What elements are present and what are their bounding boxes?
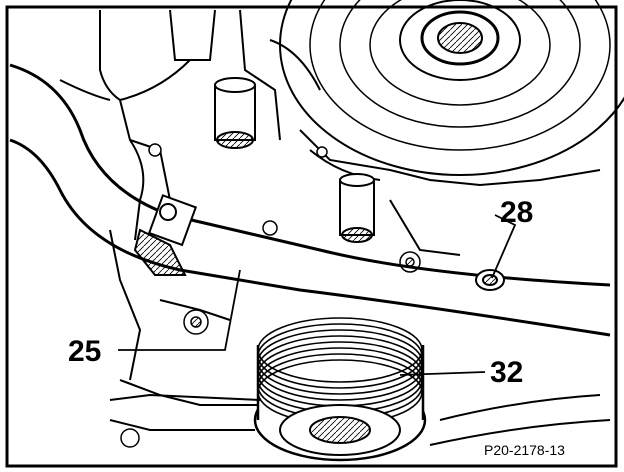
leader-32 <box>399 371 486 376</box>
leader-lines <box>118 214 517 376</box>
callout-32: 32 <box>490 356 523 389</box>
fitting-28 <box>475 269 505 291</box>
figure-reference: P20-2178-13 <box>484 442 565 458</box>
callout-25: 25 <box>68 335 101 368</box>
mounting-bolt-upper <box>214 77 256 149</box>
mounting-bolt-middle <box>339 173 375 243</box>
pulley <box>253 317 427 462</box>
hose-clamp <box>133 194 198 276</box>
engine-block <box>59 9 611 446</box>
leader-25 <box>118 269 241 351</box>
round-housing <box>279 0 624 176</box>
leader-28 <box>491 214 517 279</box>
callout-28: 28 <box>500 196 533 229</box>
small-bolts <box>120 143 421 448</box>
lower-bracket <box>109 393 261 431</box>
